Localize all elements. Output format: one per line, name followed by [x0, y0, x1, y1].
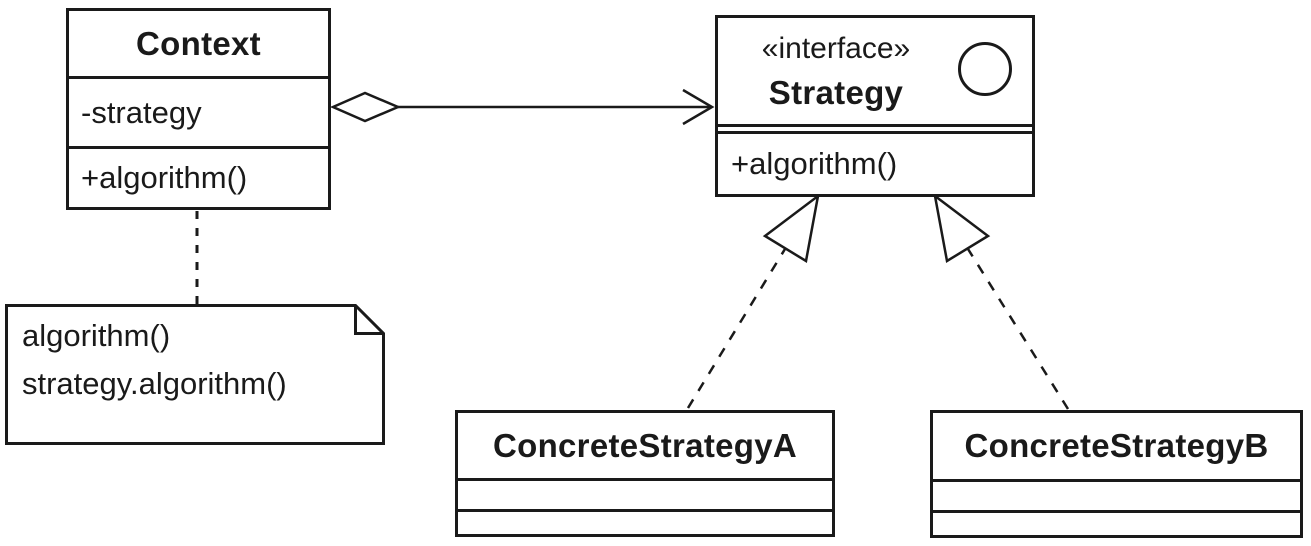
- context-attribute-strategy: -strategy: [69, 79, 328, 149]
- realization-b-triangle: [933, 193, 991, 264]
- concrete-strategy-b-name: ConcreteStrategyB: [964, 427, 1269, 464]
- strategy-title-compartment: «interface» Strategy: [718, 18, 1032, 127]
- note-fold-corner: [354, 305, 384, 335]
- context-class-name: Context: [136, 24, 261, 62]
- interface-circle-icon: [958, 42, 1012, 96]
- concrete-strategy-a-name: ConcreteStrategyA: [492, 426, 798, 464]
- realization-a-triangle: [762, 193, 820, 264]
- concrete-strategy-a-empty-methods: [458, 512, 832, 534]
- concrete-strategy-b-title-compartment: ConcreteStrategyB: [933, 413, 1300, 482]
- strategy-interface-box: «interface» Strategy +algorithm(): [715, 15, 1035, 197]
- context-method-algorithm: +algorithm(): [81, 160, 248, 195]
- note-line-1: algorithm(): [22, 318, 171, 353]
- concrete-strategy-a-empty-attributes: [458, 481, 832, 512]
- note-line-2: strategy.algorithm(): [22, 366, 287, 401]
- note-box-text: algorithm() strategy.algorithm(): [22, 312, 287, 408]
- concrete-strategy-b-empty-attributes: [933, 482, 1300, 513]
- concrete-strategy-a-title-compartment: ConcreteStrategyA: [458, 413, 832, 481]
- concrete-strategy-a-box: ConcreteStrategyA: [455, 410, 835, 537]
- strategy-stereotype: «interface»: [761, 32, 911, 65]
- strategy-method-algorithm: +algorithm(): [731, 146, 898, 181]
- realization-b-line: [966, 248, 1070, 410]
- context-title-compartment: Context: [69, 11, 328, 79]
- aggregation-diamond: [329, 91, 402, 123]
- strategy-interface-name: Strategy: [768, 74, 904, 111]
- context-class-box: Context -strategy +algorithm(): [66, 8, 331, 210]
- aggregation-open-arrowhead: [682, 88, 715, 126]
- concrete-strategy-b-empty-methods: [933, 513, 1300, 535]
- realization-a-line: [686, 248, 787, 409]
- concrete-strategy-b-box: ConcreteStrategyB: [930, 410, 1303, 538]
- strategy-empty-attributes-compartment: [718, 127, 1032, 134]
- note-shape: [5, 304, 385, 445]
